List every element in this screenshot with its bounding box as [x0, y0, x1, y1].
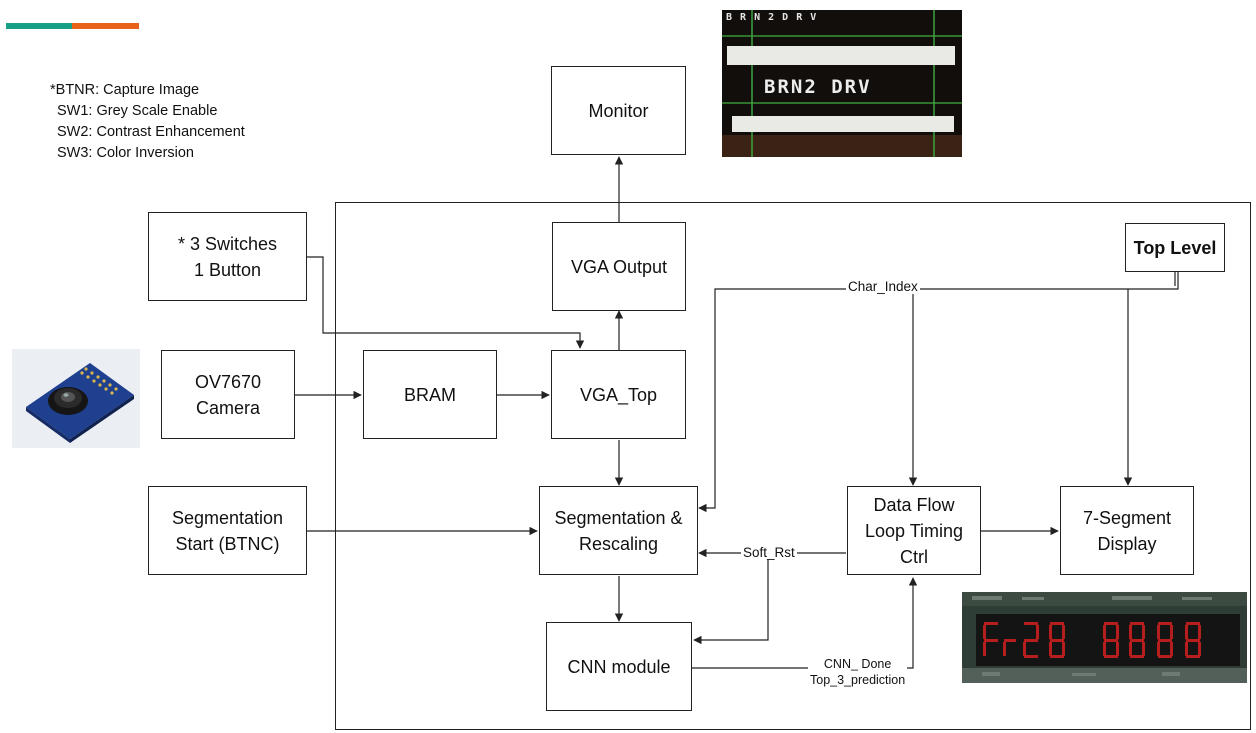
- seven-segment-board-photo: [962, 592, 1247, 683]
- monitor-screen-photo: B R N 2 D R V BRN2 DRV: [722, 10, 962, 157]
- camera-block: OV7670 Camera: [161, 350, 295, 439]
- vga-output-label: VGA Output: [570, 256, 668, 277]
- vga-top-block: VGA_Top: [551, 350, 686, 439]
- cnn-done-text: CNN_ Done: [823, 657, 892, 671]
- legend: *BTNR: Capture Image SW1: Grey Scale Ena…: [50, 80, 245, 164]
- top-level-block: Top Level: [1125, 223, 1225, 272]
- segmentation-rescaling-label: Segmentation & Rescaling: [554, 507, 683, 554]
- vga-top-label: VGA_Top: [579, 384, 658, 405]
- vga-output-block: VGA Output: [552, 222, 686, 311]
- switches-button-block: * 3 Switches 1 Button: [148, 212, 307, 301]
- cnn-module-block: CNN module: [546, 622, 692, 711]
- cnn-module-label: CNN module: [567, 656, 671, 677]
- cnn-done-signal-label: CNN_ Done Top_3_prediction: [808, 656, 908, 688]
- segmentation-start-label: Segmentation Start (BTNC): [171, 507, 284, 554]
- legend-line: SW2: Contrast Enhancement: [57, 124, 245, 140]
- data-flow-label: Data Flow Loop Timing Ctrl: [864, 494, 964, 567]
- data-flow-block: Data Flow Loop Timing Ctrl: [847, 486, 981, 575]
- seven-segment-label: 7-Segment Display: [1082, 507, 1172, 554]
- camera-label: OV7670 Camera: [194, 371, 262, 418]
- legend-line: SW1: Grey Scale Enable: [57, 103, 218, 119]
- monitor-label: Monitor: [588, 100, 649, 121]
- camera-module-photo: [12, 349, 140, 448]
- monitor-plate-text: BRN2 DRV: [764, 76, 872, 98]
- soft-rst-signal-label: Soft_Rst: [741, 545, 797, 560]
- switches-label: * 3 Switches 1 Button: [177, 233, 278, 280]
- monitor-block: Monitor: [551, 66, 686, 155]
- bram-block: BRAM: [363, 350, 497, 439]
- legend-line: SW3: Color Inversion: [57, 145, 194, 161]
- top3-prediction-text: Top_3_prediction: [810, 673, 906, 687]
- segmentation-rescaling-block: Segmentation & Rescaling: [539, 486, 698, 575]
- top-level-frame: [335, 202, 1251, 730]
- legend-line: *BTNR: Capture Image: [50, 82, 200, 98]
- char-index-signal-label: Char_Index: [846, 279, 920, 294]
- bram-label: BRAM: [403, 384, 456, 405]
- top-level-label: Top Level: [1133, 237, 1217, 258]
- segmentation-start-block: Segmentation Start (BTNC): [148, 486, 307, 575]
- seven-segment-block: 7-Segment Display: [1060, 486, 1194, 575]
- accent-bar-orange: [72, 23, 139, 29]
- accent-bar-teal: [6, 23, 72, 29]
- monitor-header-text: B R N 2 D R V: [726, 12, 818, 23]
